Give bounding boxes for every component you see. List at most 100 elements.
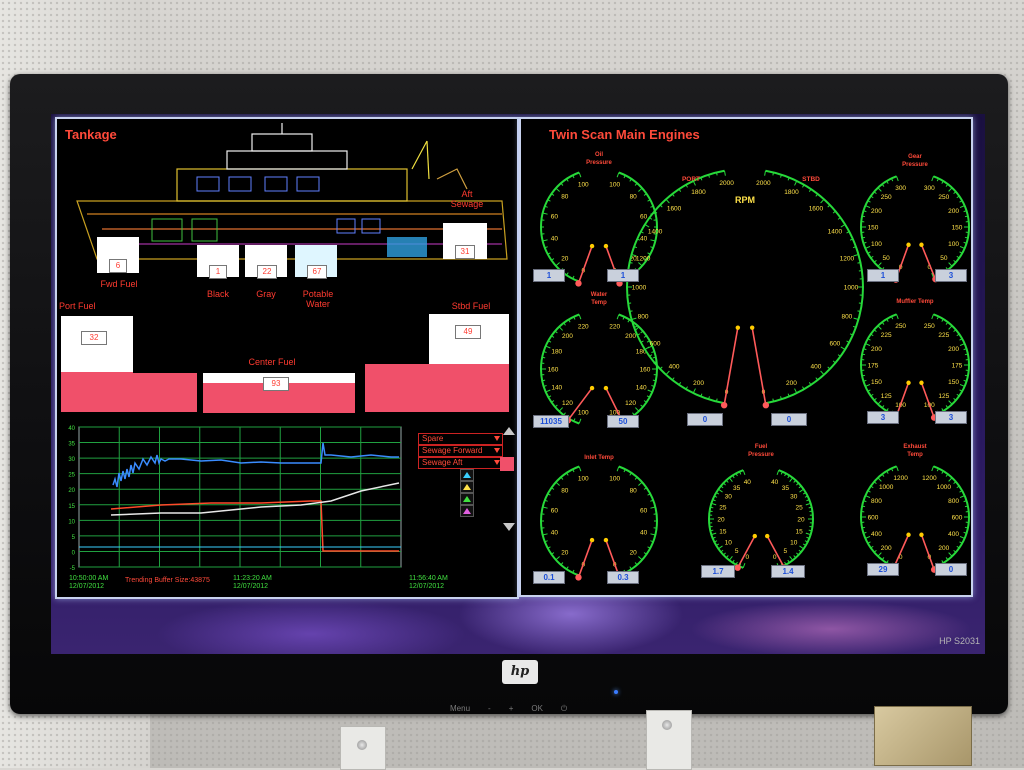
monitor-screen: Tankage: [51, 114, 985, 654]
rpm-port-gauge-tick-label: 1200: [636, 255, 651, 262]
water-temp-port-gauge-tick: [546, 390, 551, 392]
power-button[interactable]: ⏻: [561, 704, 567, 714]
plus-button[interactable]: +: [509, 704, 514, 714]
oil-pressure-port-gauge-tick: [551, 259, 553, 261]
gray-tank-value: 22: [257, 265, 277, 279]
exhaust-temp-port-gauge-tick: [878, 553, 881, 557]
fuel-pressure-stbd-gauge-tick: [800, 546, 804, 549]
legend-chip-green[interactable]: [460, 493, 474, 505]
legend-item-sewage-aft[interactable]: Sewage Aft: [418, 457, 503, 469]
fuel-pressure-port-gauge-tick: [733, 560, 735, 563]
rpm-port-readout: 0: [687, 413, 723, 426]
legend-chip-yellow[interactable]: [460, 481, 474, 493]
fuel-pressure-port-gauge-pivot: [753, 534, 757, 538]
oil-pressure-stbd-gauge-tick: [638, 262, 642, 265]
muffler-temp-stbd-gauge-tick: [942, 319, 944, 322]
fuel-pressure-label: Fuel: [755, 444, 768, 450]
rpm-port-gauge-tick-label: 1000: [632, 285, 647, 292]
scroll-down-arrow[interactable]: [503, 523, 515, 531]
inlet-temp-stbd-gauge-tick: [617, 466, 619, 471]
exhaust-temp-port-gauge-tick: [878, 478, 881, 482]
oil-pressure-port-gauge-needle-tip: [575, 280, 581, 286]
legend-chip-cyan[interactable]: [460, 469, 474, 481]
fuel-pressure-stbd-gauge-tick-label: 30: [790, 494, 798, 501]
oil-pressure-port-gauge-tick-label: 20: [561, 255, 569, 262]
minus-button[interactable]: -: [488, 704, 491, 714]
exhaust-temp-stbd-gauge-tick: [965, 527, 968, 528]
water-temp-stbd-gauge-tick-label: 120: [625, 400, 636, 407]
rpm-stbd-gauge-needle: [752, 328, 766, 406]
muffler-temp-port-gauge-tick-label: 150: [871, 379, 882, 386]
exhaust-temp-stbd-gauge-tick-label: 1200: [922, 475, 937, 482]
menu-button[interactable]: Menu: [450, 704, 470, 714]
potable-water-value: 67: [307, 265, 327, 279]
oil-pressure-stbd-gauge-tick-label: 40: [640, 236, 648, 243]
water-temp-stbd-gauge-tick: [635, 408, 638, 412]
gear-pressure-port-gauge-tick: [878, 188, 881, 192]
wall-bracket-mid: [646, 710, 692, 770]
inlet-temp-port-gauge-tick: [567, 567, 569, 569]
inlet-temp-stbd-gauge-tick-label: 80: [630, 488, 638, 495]
water-temp-stbd-gauge-tick: [653, 380, 656, 381]
gear-pressure-stbd-gauge-tick: [957, 256, 959, 258]
muffler-temp-stbd-gauge-needle: [921, 383, 934, 418]
monitor-controls: Menu - + OK ⏻: [450, 704, 567, 714]
fuel-pressure-port-gauge-tick: [718, 489, 722, 492]
muffler-temp-stbd-gauge: 100125150175200225250: [919, 314, 969, 421]
rpm-port-gauge-tick: [686, 387, 688, 390]
water-temp-port-gauge-tick: [579, 419, 581, 424]
oil-pressure-stbd-gauge-tick: [617, 172, 619, 177]
fuel-pressure-stbd-gauge-tick-label: 15: [796, 529, 804, 536]
rpm-port-gauge-tick-label: 800: [638, 314, 649, 321]
gear-pressure-stbd-gauge-tick: [949, 263, 952, 267]
inlet-temp-stbd-gauge-tick: [638, 556, 642, 559]
water-temp-stbd-gauge-tick: [644, 336, 646, 338]
oil-pressure-port-gauge-pivot: [590, 244, 594, 248]
inlet-temp-port-gauge-tick-label: 60: [551, 507, 559, 514]
rpm-port-gauge-tick-label: 1800: [691, 189, 706, 196]
oil-pressure-stbd-gauge-tick-label: 80: [630, 194, 638, 201]
oil-pressure-port-gauge-tick-label: 80: [561, 194, 569, 201]
inlet-temp-port-gauge-tick-label: 40: [551, 530, 559, 537]
muffler-temp-stbd-gauge-tick: [949, 326, 952, 330]
ok-button[interactable]: OK: [531, 704, 543, 714]
fuel-pressure-port-gauge-tick: [710, 507, 713, 508]
oil-pressure-stbd-gauge-tick-label: 100: [609, 181, 620, 188]
rpm-port-gauge-tick: [637, 334, 640, 335]
rpm-stbd-label: STBD: [802, 176, 820, 183]
inlet-temp-port-gauge-tick: [543, 507, 548, 508]
rpm-port-gauge-tick: [686, 185, 688, 188]
rpm-port-gauge-tick: [645, 224, 649, 227]
muffler-temp-stbd-gauge-tick: [960, 344, 965, 346]
fuel-pressure-port-gauge-tick: [716, 493, 719, 495]
oil-pressure-stbd-gauge-tick-label: 60: [640, 213, 648, 220]
legend-item-spare[interactable]: Spare: [418, 433, 503, 445]
black-tank-label: Black: [193, 289, 243, 299]
rpm-label: RPM: [735, 195, 755, 205]
fuel-pressure-stbd-readout: 1.4: [771, 565, 805, 578]
legend-item-sewage-forward[interactable]: Sewage Forward: [418, 445, 503, 457]
legend-chip-magenta[interactable]: [460, 505, 474, 517]
inlet-temp-stbd-gauge-tick: [650, 507, 655, 508]
oil-pressure-stbd-gauge-arc: [619, 172, 657, 281]
gear-pressure-stbd-gauge-needle: [921, 245, 935, 279]
scroll-up-arrow[interactable]: [503, 427, 515, 435]
trend-y-tick-label: -5: [70, 566, 76, 572]
inlet-temp-stbd-gauge-pivot: [604, 538, 608, 542]
fuel-pressure-stbd-gauge-pivot: [765, 534, 769, 538]
muffler-temp-port-gauge: 100125150175200225250: [861, 314, 911, 421]
rpm-port-gauge-tick: [632, 318, 637, 319]
engines-panel: Twin Scan Main Engines 02040608010002040…: [519, 117, 973, 597]
rpm-stbd-gauge-tick: [841, 347, 845, 350]
muffler-temp-stbd-gauge-tick: [957, 394, 959, 396]
inlet-temp-stbd-gauge-tick: [630, 473, 632, 475]
rpm-stbd-gauge-tick: [854, 318, 859, 319]
water-temp-stbd-gauge-tick: [653, 357, 656, 358]
muffler-temp-stbd-gauge-tick-label: 225: [938, 332, 949, 339]
oil-pressure-stbd-readout: 1: [607, 269, 639, 282]
